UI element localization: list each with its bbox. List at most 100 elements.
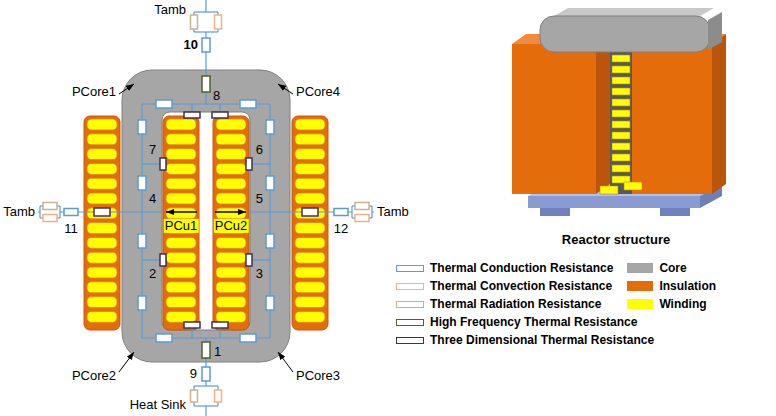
three-dimensional-resistor [160,254,166,266]
loss-arrow [215,211,246,213]
winding-turn [295,223,325,234]
winding-turn [295,282,325,293]
winding-turn [166,252,196,263]
bobbin-front [632,44,712,194]
three-dimensional-resistor [246,158,252,170]
callout-number: 8 [213,89,220,103]
three-dimensional-resistor [246,254,252,266]
conduction-resistor [240,100,256,108]
winding-turn [612,66,630,73]
winding-turn [295,163,325,174]
legend-row: Three Dimensional Thermal Resistance [396,332,654,348]
legend-row: Thermal Convection Resistance [396,278,612,294]
winding-turn [216,267,246,278]
conduction-resistor [64,209,78,216]
legend-text: Insulation [659,279,716,293]
winding-turn [612,121,630,128]
heat-sink-label: Heat Sink [130,398,186,412]
high-frequency-resistor [202,76,210,92]
legend-swatch [627,263,653,273]
winding-turn [87,178,117,189]
winding-turn [166,163,196,174]
core-window [610,36,632,194]
winding-turn [216,193,246,204]
conduction-resistor [138,176,146,190]
callout-number: 9 [190,367,197,381]
callout-number: 6 [256,143,263,157]
loss-label: PCu2 [214,219,249,233]
conduction-resistor [240,334,256,342]
loss-label: PCore3 [296,369,340,383]
network-wire [191,328,192,338]
legend-swatch [627,299,653,309]
convection-resistor [215,390,222,402]
network-wire [194,385,218,386]
coil-insulation [163,116,199,330]
base-foot [540,208,570,216]
network-wire [252,259,270,260]
winding-turn [166,119,196,130]
winding-turn [87,119,117,130]
conduction-resistor [156,334,172,342]
legend-row: Winding [627,296,706,312]
network-wire [142,163,160,164]
network-wire [191,104,192,112]
winding-turn [295,134,325,145]
reactor-core [122,70,290,362]
network-wire [205,406,206,416]
conduction-resistor [156,100,172,108]
winding-turn [216,149,246,160]
conduction-resistor [266,296,274,310]
winding-turn [166,311,196,322]
winding-turn [166,267,196,278]
callout-number: 5 [256,192,263,206]
callout-number: 7 [149,143,156,157]
legend-sample [396,301,424,308]
legend-text: High Frequency Thermal Resistance [430,315,637,329]
three-dimensional-resistor [160,158,166,170]
winding-turn [216,208,246,219]
temperature-label: Tamb [377,205,409,219]
winding-turn [295,311,325,322]
network-wire [142,259,160,260]
legend-sample [396,283,424,290]
network-wire [252,163,270,164]
loss-arrow [119,84,134,94]
winding-turn [295,297,325,308]
winding-turn [612,165,630,172]
winding-turn [295,149,325,160]
winding-lead [624,182,642,190]
winding-turn [166,237,196,248]
convection-resistor [215,15,222,29]
three-dimensional-resistor [94,208,110,216]
winding-turn [612,143,630,150]
loss-label: PCu1 [164,219,199,233]
loss-label: PCore2 [72,369,116,383]
conduction-resistor [266,234,274,248]
winding-turn [166,193,196,204]
winding-turn [216,311,246,322]
winding-turn [166,178,196,189]
base-foot [660,208,690,216]
conduction-resistor [138,120,146,134]
coil-insulation [213,116,249,330]
winding-turn [612,132,630,139]
legend-text: Winding [659,297,706,311]
legend-swatch [627,281,653,291]
winding-turn [295,208,325,219]
core-yoke [540,16,710,52]
three-dimensional-resistor [184,322,200,328]
three-dimensional-resistor [212,322,228,328]
loss-arrow [278,352,293,372]
conduction-resistor [202,38,210,52]
legend-row: Core [627,260,686,276]
winding-turn [295,237,325,248]
callout-number: 4 [149,192,156,206]
winding-turn [216,163,246,174]
winding-turn [612,110,630,117]
winding-turn [87,223,117,234]
winding-turn [612,88,630,95]
legend-row: Insulation [627,278,716,294]
winding-turn [87,193,117,204]
